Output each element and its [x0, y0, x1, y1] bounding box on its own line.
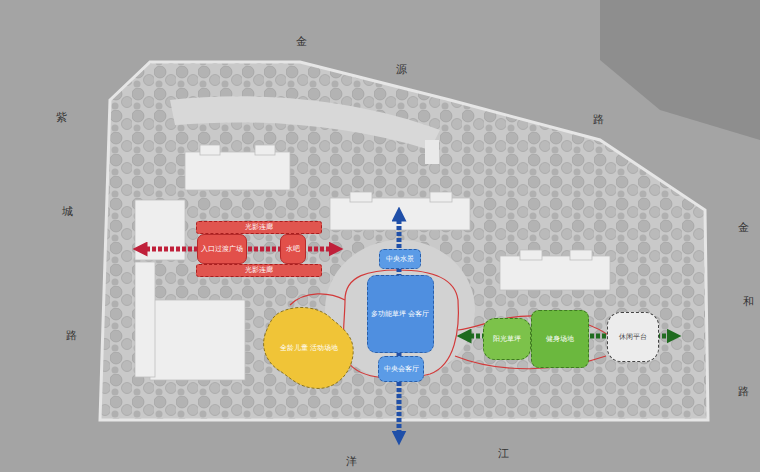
zone-label: 入口过渡广场 [201, 245, 243, 253]
site-boundary [100, 62, 708, 420]
zone-label: 光影连廊 [245, 266, 273, 274]
fire-lane [170, 96, 440, 150]
road-name: 洋 [346, 456, 357, 467]
zone-label: 阳光草坪 [493, 335, 521, 343]
road-name: 路 [66, 330, 77, 341]
zone-label: 水吧 [286, 245, 300, 253]
zone-label: 中央会客厅 [384, 365, 419, 373]
water-bar-box: 水吧 [280, 234, 306, 264]
entry-plaza-box: 入口过渡广场 [197, 234, 247, 264]
blob-shape [264, 307, 354, 388]
gate [425, 140, 439, 164]
zone-label: 全龄儿童 活动场地 [280, 344, 338, 352]
road-name: 源 [396, 64, 407, 75]
lawn-zone: 阳光草坪 [483, 318, 531, 360]
zone-label: 多功能草坪 会客厅 [371, 310, 429, 318]
light-corridor-band: 光影连廊 [196, 221, 322, 234]
light-corridor-band: 光影连廊 [196, 264, 322, 277]
road-name: 和 [743, 296, 754, 307]
zone-label: 健身场地 [546, 335, 574, 343]
zone-label: 休闲平台 [619, 333, 647, 341]
central-lounge-box: 中央会客厅 [378, 356, 424, 382]
road-name: 路 [738, 386, 749, 397]
lawn-lounge-box: 多功能草坪 会客厅 [367, 275, 434, 353]
children-play-blob: 全龄儿童 活动场地 [262, 305, 356, 391]
buildings [135, 145, 610, 380]
road-name: 金 [296, 36, 307, 47]
water-feature-box: 中央水景 [379, 249, 421, 269]
neighbour-block [600, 0, 760, 140]
leisure-deck: 休闲平台 [607, 312, 659, 362]
road-name: 城 [62, 206, 73, 217]
road-name: 路 [593, 114, 604, 125]
zone-label: 光影连廊 [245, 223, 273, 231]
zone-label: 中央水景 [386, 255, 414, 263]
road-name: 紫 [56, 112, 67, 123]
road-name: 江 [498, 448, 509, 459]
road-name: 金 [738, 222, 749, 233]
fitness-zone: 健身场地 [531, 310, 589, 368]
